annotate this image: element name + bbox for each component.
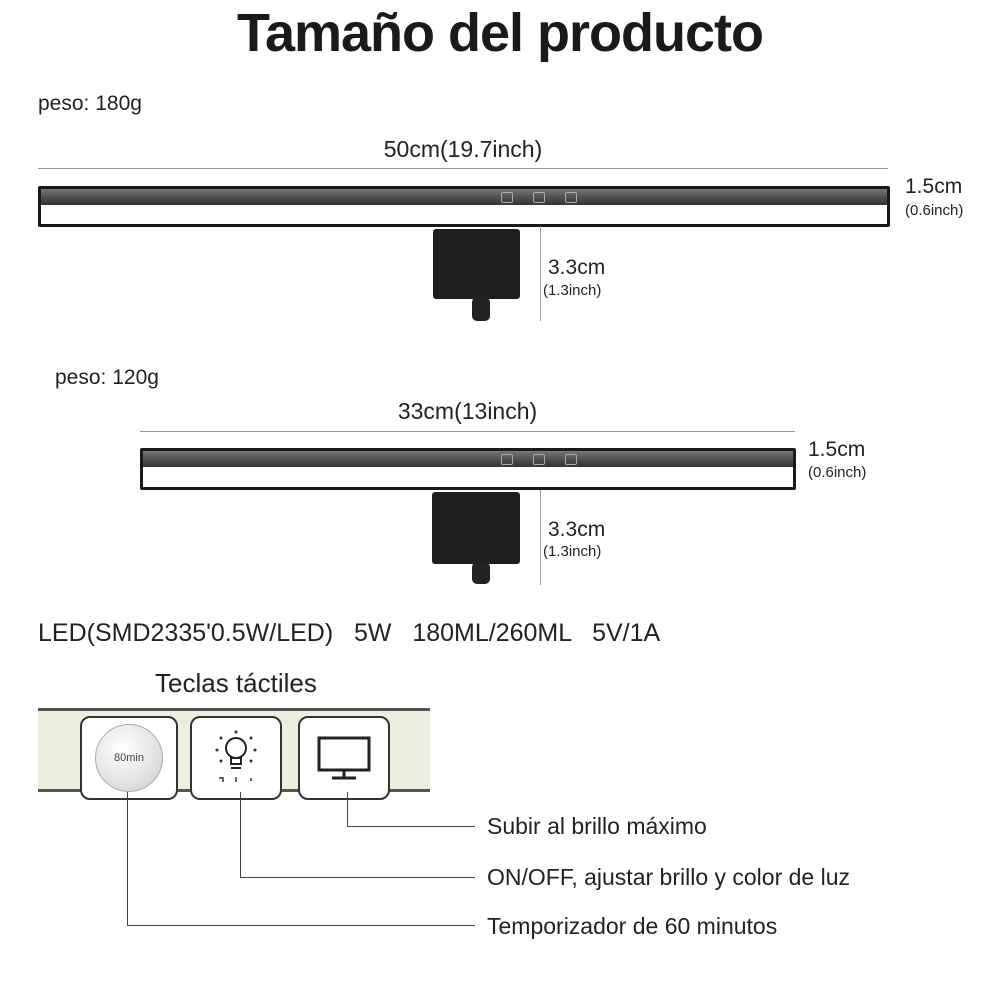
large-clamp-in: (1.3inch)	[543, 282, 602, 299]
length-dimension-line	[140, 431, 795, 432]
length-dimension-line	[38, 168, 888, 169]
touch-keys-heading: Teclas táctiles	[155, 668, 317, 698]
touch-key-icon	[565, 454, 577, 465]
touch-key-icon	[565, 192, 577, 203]
lightbulb-icon	[215, 730, 257, 782]
timer-icon: 80min	[95, 724, 163, 792]
timer-label: 80min	[114, 752, 144, 764]
large-lamp-height-cm: 1.5cm	[905, 175, 963, 198]
small-lamp-bar	[140, 448, 796, 490]
small-lamp-weight: peso: 120g	[55, 366, 159, 389]
function-max-brightness: Subir al brillo máximo	[487, 813, 707, 839]
clamp-dimension-line	[540, 490, 541, 585]
touch-key-icon	[533, 192, 545, 203]
timer-key: 80min	[80, 716, 178, 800]
max-brightness-key	[298, 716, 390, 800]
clamp-dimension-line	[540, 226, 541, 321]
function-on-off: ON/OFF, ajustar brillo y color de luz	[487, 864, 851, 890]
large-lamp-clamp	[433, 229, 520, 299]
touch-key-icon	[501, 454, 513, 465]
touch-key-icon	[533, 454, 545, 465]
leader-line	[347, 792, 348, 827]
large-lamp-length: 50cm(19.7inch)	[383, 136, 543, 162]
specs-line: LED(SMD2335'0.5W/LED) 5W 180ML/260ML 5V/…	[38, 619, 661, 647]
small-clamp-cm: 3.3cm	[548, 518, 606, 541]
large-lamp-bar	[38, 186, 890, 227]
small-lamp-height-cm: 1.5cm	[808, 438, 866, 461]
clamp-knob	[472, 562, 490, 584]
page-title: Tamaño del producto	[236, 3, 764, 63]
leader-line	[127, 792, 128, 926]
large-clamp-cm: 3.3cm	[548, 256, 606, 279]
leader-line	[240, 877, 475, 878]
small-lamp-height-in: (0.6inch)	[808, 464, 867, 481]
clamp-knob	[472, 297, 490, 321]
touch-key-icon	[501, 192, 513, 203]
large-lamp-weight: peso: 180g	[38, 92, 142, 115]
large-lamp-height-in: (0.6inch)	[905, 202, 964, 219]
small-lamp-clamp	[432, 492, 520, 564]
leader-line	[347, 826, 475, 827]
monitor-icon	[317, 736, 371, 780]
power-brightness-key	[190, 716, 282, 800]
function-timer: Temporizador de 60 minutos	[487, 913, 778, 939]
small-clamp-in: (1.3inch)	[543, 543, 602, 560]
leader-line	[240, 792, 241, 878]
leader-line	[127, 925, 475, 926]
small-lamp-length: 33cm(13inch)	[397, 398, 538, 424]
